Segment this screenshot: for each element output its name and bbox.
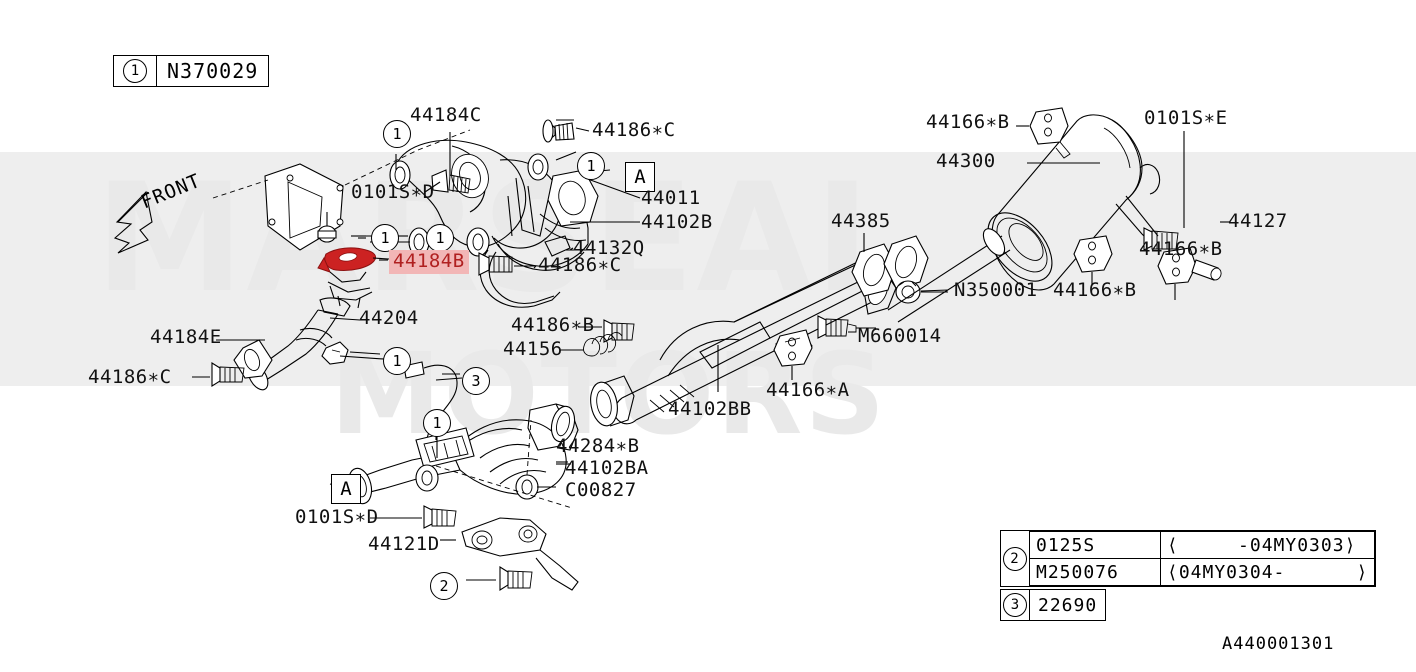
part-label-44204[interactable]: 44204 — [359, 307, 419, 329]
balloon-1-converter[interactable]: 1 — [423, 409, 451, 437]
part-label-44184C[interactable]: 44184C — [410, 104, 482, 126]
part-label-0101SE[interactable]: 0101S∗E — [1144, 107, 1228, 129]
part-label-44102B[interactable]: 44102B — [641, 211, 713, 233]
balloon-1-front-pipe[interactable]: 1 — [383, 347, 411, 375]
bolt-balloon2 — [499, 566, 533, 591]
part-label-44184E[interactable]: 44184E — [150, 326, 222, 348]
part-label-44121D[interactable]: 44121D — [368, 533, 440, 555]
bracket-44121D — [461, 517, 579, 591]
part-label-44166B-2[interactable]: 44166∗B — [1139, 238, 1223, 260]
bolt-44186C-top — [542, 119, 575, 143]
washer-above-44184B — [317, 225, 337, 243]
balloon-1-44132Q[interactable]: 1 — [426, 224, 454, 252]
balloon-1-44184C[interactable]: 1 — [383, 120, 411, 148]
part-label-C00827[interactable]: C00827 — [565, 479, 637, 501]
table-row: 2 0125S ⟨ -04MY0303⟩ — [1001, 531, 1376, 586]
ring-gasket-44284B — [550, 405, 576, 443]
note-box-n370029: 1 N370029 — [113, 55, 270, 87]
front-direction-arrow — [113, 190, 153, 254]
part-label-44284B[interactable]: 44284∗B — [556, 435, 640, 457]
note-box-index: 1 — [123, 59, 147, 83]
part-label-44102BB[interactable]: 44102BB — [668, 398, 752, 420]
part-label-44300[interactable]: 44300 — [936, 150, 996, 172]
nut-C00827 — [515, 474, 539, 500]
hanger-44166B-bottom — [1073, 235, 1113, 273]
legend-part-number-22690[interactable]: 22690 — [1038, 594, 1098, 616]
pin-44127 — [1191, 259, 1222, 281]
legend-part-number-0125S[interactable]: 0125S — [1029, 531, 1161, 559]
clip-N350001 — [895, 280, 921, 304]
hanger-44166B-tail — [1157, 247, 1197, 285]
muffler-44300 — [887, 114, 1161, 323]
balloon-1-manifold[interactable]: 1 — [577, 152, 605, 180]
drawing-number: A440001301 — [1222, 634, 1335, 654]
nut-0101SD-upper — [389, 160, 411, 190]
legend-range-0125S: ⟨ -04MY0303⟩ — [1159, 531, 1376, 559]
part-label-0101SD-2[interactable]: 0101S∗D — [295, 506, 379, 528]
legend-table-2-body: 2 0125S ⟨ -04MY0303⟩ M250076 ⟨04MY0304- … — [1001, 531, 1376, 586]
washer-upper-right — [527, 153, 549, 181]
note-box-part-number: N370029 — [167, 59, 259, 83]
legend-index-2-cell: 2 — [1001, 531, 1030, 586]
part-label-44156[interactable]: 44156 — [503, 338, 563, 360]
legend-part-number-M250076[interactable]: M250076 — [1029, 558, 1161, 586]
bolt-0101SD-lower — [423, 505, 457, 529]
exhaust-manifold-group — [212, 119, 599, 308]
bolt-44186C-left — [211, 362, 245, 387]
balloon-3-o2-sensor[interactable]: 3 — [462, 367, 490, 395]
hanger-clip-front — [321, 341, 349, 365]
part-label-44011[interactable]: 44011 — [641, 187, 701, 209]
gasket-44385 — [851, 235, 929, 297]
part-label-44166B-3[interactable]: 44166∗B — [1053, 279, 1137, 301]
spring-44156 — [583, 332, 623, 357]
balloon-2-bolt[interactable]: 2 — [430, 572, 458, 600]
bolt-0101SE — [1143, 227, 1179, 251]
legend-table-3: 3 22690 — [1000, 589, 1107, 621]
part-label-44186C-1[interactable]: 44186∗C — [592, 119, 676, 141]
table-row: M250076 ⟨04MY0304- ⟩ — [1001, 558, 1376, 586]
catalytic-converter-44102BA — [347, 403, 579, 509]
part-label-44132Q[interactable]: 44132Q — [573, 237, 645, 259]
part-label-44102BA[interactable]: 44102BA — [565, 457, 649, 479]
balloon-1-44184B[interactable]: 1 — [371, 224, 399, 252]
bolt-M660014 — [817, 315, 857, 339]
part-label-0101SD-1[interactable]: 0101S∗D — [351, 181, 435, 203]
hanger-44166A — [773, 329, 813, 367]
reference-mark-a-bottom[interactable]: A — [331, 474, 361, 504]
stud-0101SD — [431, 169, 471, 194]
legend-table-2: 2 0125S ⟨ -04MY0303⟩ M250076 ⟨04MY0304- … — [1000, 530, 1377, 587]
part-44184B-heat-shield-highlighted — [317, 247, 377, 273]
part-label-44184B-highlighted[interactable]: 44184B — [389, 250, 469, 274]
legend-index-3-cell: 3 — [1001, 590, 1030, 620]
part-label-44385[interactable]: 44385 — [831, 210, 891, 232]
nut-0101SD-mid — [408, 227, 430, 257]
reference-mark-a-top[interactable]: A — [625, 162, 655, 192]
part-label-44166A[interactable]: 44166∗A — [766, 379, 850, 401]
bracket-under-44184B — [327, 271, 373, 309]
legend-range-M250076: ⟨04MY0304- ⟩ — [1159, 558, 1376, 586]
nut-44011-side — [466, 227, 490, 257]
part-label-44186C-2[interactable]: 44186∗C — [538, 254, 622, 276]
part-label-44166B-1[interactable]: 44166∗B — [926, 111, 1010, 133]
part-label-44186C-3[interactable]: 44186∗C — [88, 366, 172, 388]
bolt-44186C-bottom — [478, 252, 513, 276]
part-label-44186B-1[interactable]: 44186∗B — [511, 314, 595, 336]
hanger-44166B-top — [1029, 107, 1071, 159]
leader-lines — [192, 125, 1230, 581]
legend-index-3: 3 — [1003, 593, 1027, 617]
nut-0101SD-cat — [415, 464, 439, 492]
part-label-44127[interactable]: 44127 — [1228, 210, 1288, 232]
part-label-N350001[interactable]: N350001 — [954, 279, 1038, 301]
part-label-M660014[interactable]: M660014 — [858, 325, 942, 347]
note-box-index-cell: 1 — [114, 56, 157, 86]
legend-index-2: 2 — [1003, 546, 1027, 571]
gasket-44184E — [233, 339, 273, 379]
